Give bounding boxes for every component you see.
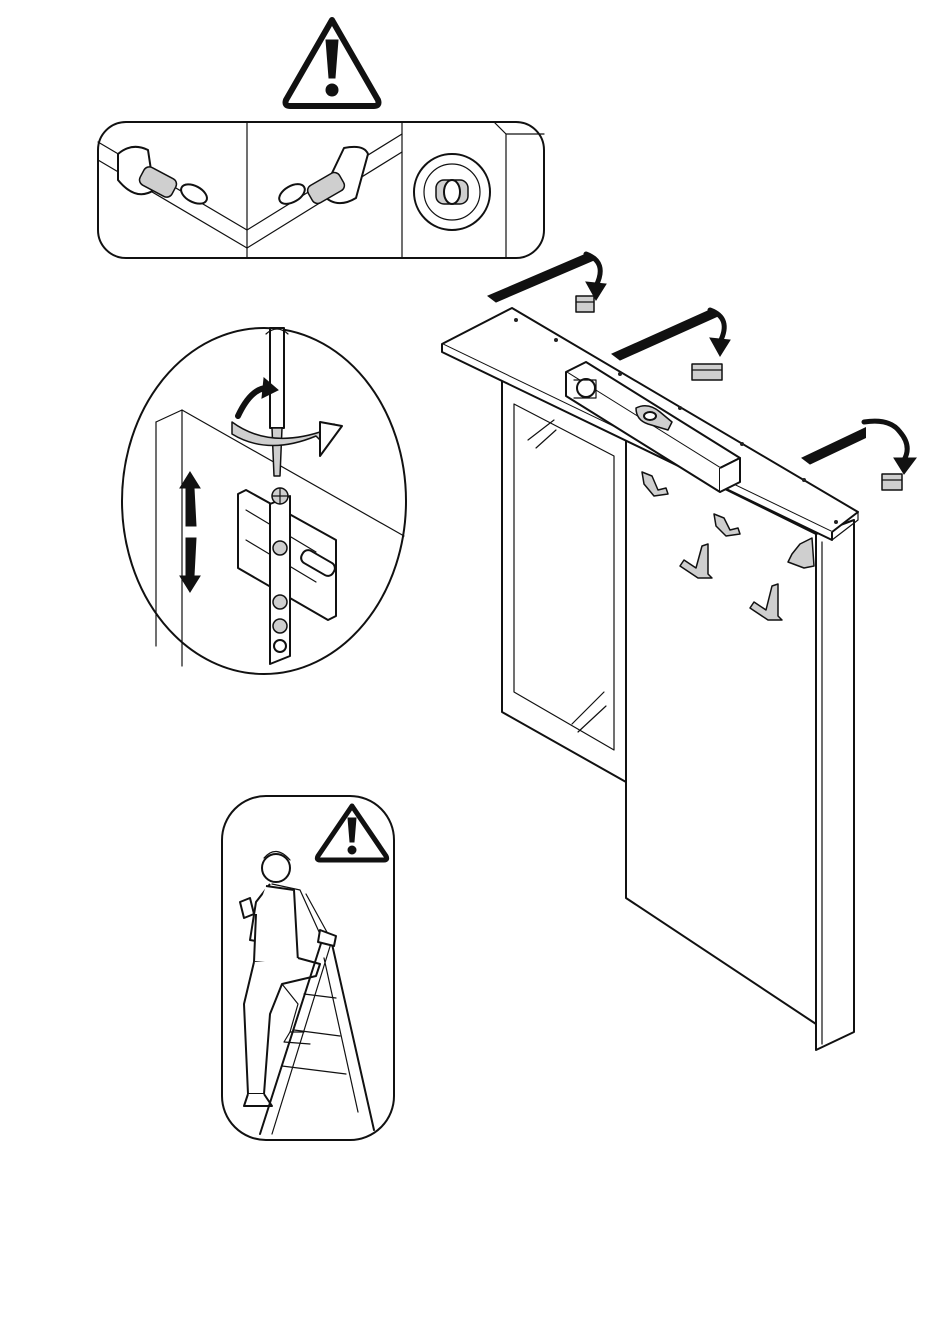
mirror-panel [502,380,626,782]
bracket-adjust-detail [120,326,408,676]
place-arrow-2 [612,310,730,360]
rail-bracket-3-zone [860,412,930,502]
wardrobe-panel-assembly [436,244,866,1054]
ladder-safety-panel [220,794,396,1142]
rail-bracket-2 [692,364,722,380]
top-warning-icon [280,14,384,110]
place-arrow-3 [802,420,866,464]
rail-bracket-1 [576,296,594,312]
level-detail-strip [96,120,546,260]
place-arrow-1 [488,254,606,302]
